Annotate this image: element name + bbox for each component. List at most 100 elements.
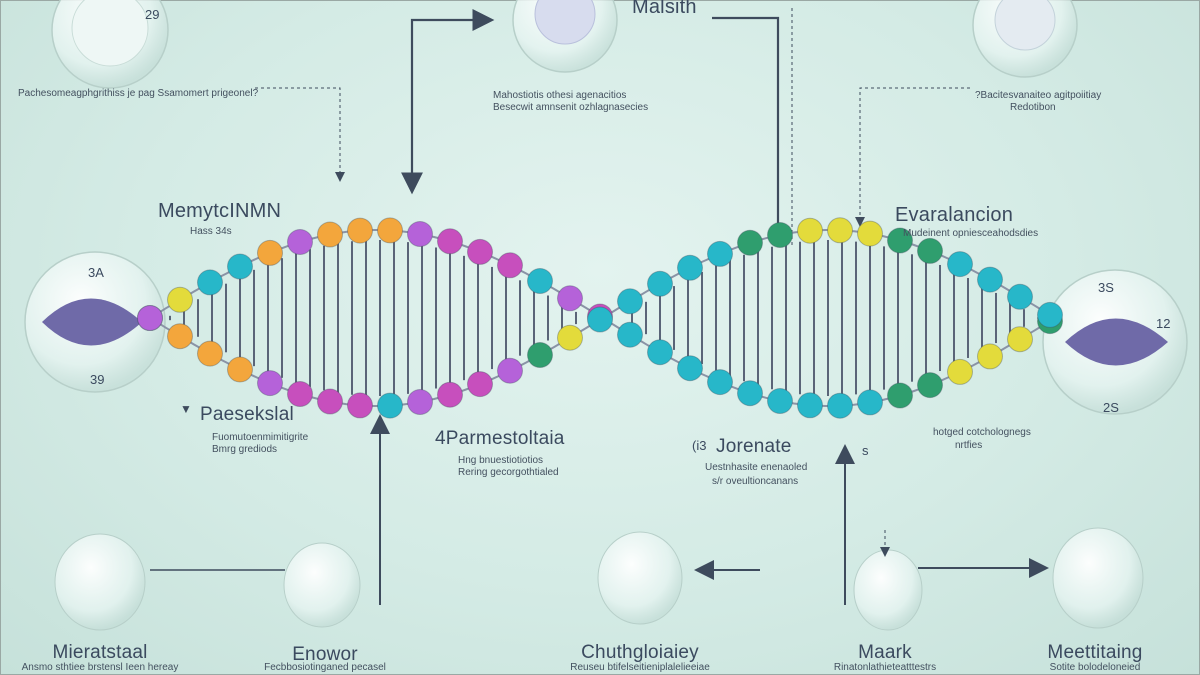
nucleotide-bead [287,381,313,407]
nucleotide-bead [137,305,163,331]
nucleotide-bead [737,229,763,256]
right-cell-number-top: 3S [1098,280,1114,295]
nucleotide-bead [857,220,883,247]
nucleotide-bead [257,370,283,397]
top-left-number: 29 [145,7,160,22]
bottom-label-4: Maark [858,642,912,663]
nucleotide-bead [887,227,913,254]
nucleotide-bead [947,358,973,385]
left-label-caption: Hass 34s [190,226,232,237]
nucleotide-bead [977,266,1003,293]
bottom-caption-1: Ansmo sthtiee brstensl Ieen hereay [21,662,179,673]
nucleotide-bead [557,285,583,312]
nucleotide-bead [677,254,703,281]
nucleotide-beads [137,217,1063,419]
top-right-cell [972,0,1078,78]
nucleotide-bead [167,286,193,313]
nucleotide-bead [317,388,343,415]
mid-center-caption-2: Rering gecorgothtialed [458,467,559,478]
nucleotide-bead [347,392,373,419]
nucleotide-bead [827,392,853,419]
nucleotide-bead [797,392,823,419]
nucleotide-bead [1007,326,1033,353]
nucleotide-bead [857,389,883,416]
bottom-label-5: Meettitaing [1047,642,1143,663]
top-left-caption: Pachesomeagphgrithiss je pag Ssamomert p… [18,88,259,99]
mid-right-arrow-label: s [862,443,869,458]
right-label-caption: Mudeinent opniesceahodsdies [903,228,1039,239]
far-right-caption-2: nrtfies [955,440,983,451]
nucleotide-bead [947,251,973,278]
nucleotide-bead [707,240,733,267]
bottom-cell-5 [1052,527,1144,629]
nucleotide-bead [617,321,643,348]
nucleotide-bead [167,323,193,350]
nucleotide-bead [647,339,673,366]
nucleotide-bead [377,392,403,419]
mid-center-title: 4Parmestoltaia [435,428,565,449]
nucleotide-bead [587,306,613,333]
nucleotide-bead [197,269,223,296]
nucleotide-bead [407,221,433,247]
nucleotide-bead [317,221,343,248]
nucleotide-bead [977,343,1003,370]
bottom-cell-3 [597,531,683,625]
bottom-label-1: Mieratstaal [52,642,148,663]
bottom-caption-4: Rinatonlathieteatttestrs [833,662,937,673]
nucleotide-bead [497,252,523,279]
nucleotide-bead [497,357,523,384]
mid-right-caption-1: Uestnhasite enenaoled [705,462,808,473]
nucleotide-bead [707,369,733,396]
top-center-caption-2: Besecwit amnsenit ozhlagnasecies [493,102,649,113]
nucleotide-bead [527,268,553,294]
nucleotide-bead [437,381,463,408]
nucleotide-bead [467,371,493,398]
bottom-cell-2 [283,542,361,628]
nucleotide-bead [677,355,703,382]
nucleotide-bead [917,237,943,264]
mid-left-title: Paesekslal [200,404,294,425]
nucleotide-bead [437,228,463,255]
nucleotide-bead [197,340,223,367]
top-left-cell [51,0,169,89]
bottom-label-2: Enowor [292,644,358,665]
right-cell [1042,269,1188,415]
nucleotide-bead [1007,283,1033,310]
bottom-cell-1 [54,533,146,631]
left-cell-number-top: 3A [88,265,104,280]
mid-left-caption-1: Fuomutoenmimitigrite [212,432,309,443]
nucleotide-bead [737,380,763,407]
connector-lines [150,8,1049,605]
bottom-caption-5: Sotite bolodeloneied [1049,662,1141,673]
nucleotide-bead [887,382,913,409]
nucleotide-bead [227,253,253,280]
nucleotide-bead [647,270,673,297]
nucleotide-bead [407,389,433,415]
bottom-caption-3: Reuseu btifelseitieniplalelieeiae [570,662,710,673]
top-center-caption-1: Mahostiotis othesi agenacitios [493,90,627,101]
nucleotide-bead [527,342,553,368]
bottom-caption-2: Fecbbosiotinganed pecasel [264,662,386,673]
left-cell [24,251,166,393]
mid-center-caption-1: Hng bnuestiotiotios [458,455,544,466]
top-right-caption-2: Redotibon [1010,102,1056,113]
top-right-caption-1: ?Bacitesvanaiteo agitpoiitiay [975,90,1102,101]
left-label-title: MemytcINMN [158,200,282,222]
nucleotide-bead [917,372,943,399]
left-cell-number-bottom: 39 [90,372,105,387]
nucleotide-bead [347,217,373,244]
far-right-caption-1: hotged cotcholognegs [933,427,1031,438]
top-center-cell [512,0,618,73]
nucleotide-bead [827,217,853,244]
mid-left-arrow-icon: ▼ [180,402,192,416]
right-cell-number-bottom: 2S [1103,400,1119,415]
mid-right-prefix: (i3 [692,438,707,453]
nucleotide-bead [377,217,403,244]
bottom-cell-4 [853,549,923,631]
nucleotide-bead [767,222,793,248]
nucleotide-bead [257,239,283,266]
base-pair-rungs [169,240,1039,396]
nucleotide-bead [557,324,583,351]
bottom-label-3: Chuthgloiaiey [581,642,699,663]
